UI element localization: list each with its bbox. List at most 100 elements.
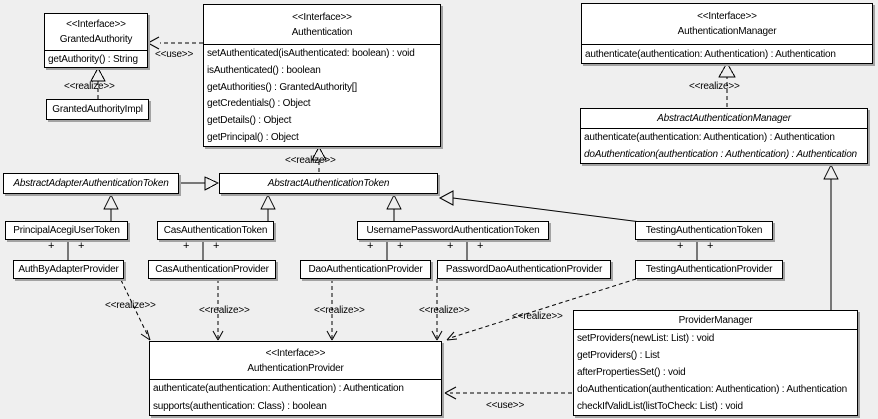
generalization-testing-token <box>438 190 642 223</box>
method-label: isAuthenticated() : boolean <box>207 64 321 76</box>
class-box-abstract-adapter-authentication-token: AbstractAdapterAuthenticationToken <box>3 173 179 194</box>
method-label: getAuthorities() : GrantedAuthority[] <box>207 81 357 93</box>
class-name: ProviderManager <box>678 314 753 326</box>
class-box-authentication: <<Interface>> Authentication setAuthenti… <box>203 4 441 147</box>
class-box-granted-authority: <<Interface>> GrantedAuthority getAuthor… <box>44 13 148 68</box>
class-box-principal-acegi-user-token: PrincipalAcegiUserToken <box>5 221 128 240</box>
method-label: getAuthority() : String <box>48 53 138 65</box>
realize-grantedauthorityimpl <box>90 66 106 99</box>
method-label: getPrincipal() : Object <box>207 132 299 144</box>
realize-label: <<realize>> <box>64 81 115 92</box>
method-label: setProviders(newList: List) : void <box>577 333 715 344</box>
class-title: AbstractAuthenticationManager <box>581 109 867 128</box>
class-title: <<Interface>> AuthenticationManager <box>582 4 872 44</box>
methods-compartment: authenticate(authentication: Authenticat… <box>582 44 872 63</box>
realize-label: <<realize>> <box>199 305 250 316</box>
multiplicity-plus: + <box>707 240 714 252</box>
class-name: DaoAuthenticationProvider <box>308 264 423 275</box>
generalization-provider-manager <box>823 163 839 310</box>
realize-testing-provider <box>446 278 637 341</box>
class-box-testing-authentication-provider: TestingAuthenticationProvider <box>635 260 783 279</box>
method-label: getDetails() : Object <box>207 115 292 127</box>
use-label: <<use>> <box>155 49 194 60</box>
class-name: CasAuthenticationToken <box>163 225 268 236</box>
multiplicity-plus: + <box>183 240 190 252</box>
realize-label: <<realize>> <box>314 305 365 316</box>
method-label: doAuthentication(authentication : Authen… <box>584 149 857 160</box>
generalization-cas-token <box>260 193 276 221</box>
class-name: AbstractAdapterAuthenticationToken <box>13 178 169 189</box>
multiplicity-plus: + <box>447 240 454 252</box>
multiplicity-plus: + <box>397 240 404 252</box>
method-label: getCredentials() : Object <box>207 98 311 110</box>
realize-label: <<realize>> <box>689 81 740 92</box>
class-box-abstract-authentication-manager: AbstractAuthenticationManager authentica… <box>580 108 868 164</box>
method-label: supports(authentication: Class) : boolea… <box>153 400 327 412</box>
multiplicity-plus: + <box>477 240 484 252</box>
realize-abstract-manager-authenticationmanager <box>718 61 736 107</box>
generalization-adapter-token-to-abstract-token <box>179 176 220 191</box>
class-title: <<Interface>> Authentication <box>204 5 440 44</box>
class-name: TestingAuthenticationToken <box>645 225 763 236</box>
class-title: <<Interface>> AuthenticationProvider <box>150 342 441 379</box>
use-label: <<use>> <box>486 400 525 411</box>
class-name: GrantedAuthority <box>59 34 133 45</box>
methods-compartment: setAuthenticated(isAuthenticated: boolea… <box>204 44 440 146</box>
method-label: checkIfValidList(listToCheck: List) : vo… <box>577 401 743 412</box>
class-name: UsernamePasswordAuthenticationToken <box>366 225 540 236</box>
methods-compartment: setProviders(newList: List) : void getPr… <box>574 329 857 415</box>
class-name: AbstractAuthenticationToken <box>267 178 390 189</box>
class-box-dao-authentication-provider: DaoAuthenticationProvider <box>300 260 431 279</box>
method-label: afterPropertiesSet() : void <box>577 367 686 378</box>
realize-cas-provider <box>212 279 224 341</box>
stereotype-label: <<Interface>> <box>265 347 326 359</box>
class-title: <<Interface>> GrantedAuthority <box>45 14 147 50</box>
realize-dao-provider <box>326 279 338 341</box>
class-name: AbstractAuthenticationManager <box>657 113 791 124</box>
stereotype-label: <<Interface>> <box>697 11 757 22</box>
realize-authbyadapter-provider <box>120 279 151 341</box>
generalization-principal-token <box>103 193 119 221</box>
class-box-cas-authentication-token: CasAuthenticationToken <box>157 221 274 240</box>
class-box-testing-authentication-token: TestingAuthenticationToken <box>635 221 773 240</box>
stereotype-label: <<Interface>> <box>66 19 126 30</box>
method-label: doAuthentication(authentication: Authent… <box>577 384 847 395</box>
class-box-cas-authentication-provider: CasAuthenticationProvider <box>148 260 276 279</box>
method-label: authenticate(authentication: Authenticat… <box>153 383 404 395</box>
realize-label: <<realize>> <box>105 300 156 311</box>
use-authentication-to-grantedauthority <box>147 36 203 50</box>
class-box-provider-manager: ProviderManager setProviders(newList: Li… <box>573 310 858 416</box>
class-name: Authentication <box>291 26 353 38</box>
generalization-usernamepassword-token <box>386 193 402 221</box>
class-name: TestingAuthenticationProvider <box>645 264 773 275</box>
multiplicity-plus: + <box>78 240 85 252</box>
class-name: PrincipalAcegiUserToken <box>13 225 120 236</box>
method-label: setAuthenticated(isAuthenticated: boolea… <box>207 47 415 59</box>
use-providermanager-to-authenticationprovider <box>444 386 572 400</box>
realize-label: <<realize>> <box>512 311 563 322</box>
multiplicity-plus: + <box>677 240 684 252</box>
realize-label: <<realize>> <box>419 305 470 316</box>
methods-compartment: authenticate(authentication: Authenticat… <box>150 379 441 415</box>
stereotype-label: <<Interface>> <box>292 11 352 23</box>
class-box-authentication-provider: <<Interface>> AuthenticationProvider aut… <box>149 341 442 416</box>
class-name: AuthenticationProvider <box>247 362 344 374</box>
class-box-abstract-authentication-token: AbstractAuthenticationToken <box>219 173 438 194</box>
multiplicity-plus: + <box>48 240 55 252</box>
realize-passworddao-provider <box>431 279 443 341</box>
class-name: CasAuthenticationProvider <box>155 264 269 275</box>
class-box-granted-authority-impl: GrantedAuthorityImpl <box>46 99 149 120</box>
realize-label: <<realize>> <box>285 155 336 166</box>
class-box-authentication-manager: <<Interface>> AuthenticationManager auth… <box>581 3 873 64</box>
class-name: AuthenticationManager <box>677 26 777 37</box>
class-name: AuthByAdapterProvider <box>18 264 119 275</box>
class-title: ProviderManager <box>574 311 857 329</box>
class-box-username-password-authentication-token: UsernamePasswordAuthenticationToken <box>357 221 549 240</box>
methods-compartment: authenticate(authentication: Authenticat… <box>581 128 867 163</box>
method-label: getProviders() : List <box>577 350 660 361</box>
multiplicity-plus: + <box>367 240 374 252</box>
multiplicity-plus: + <box>213 240 220 252</box>
methods-compartment: getAuthority() : String <box>45 50 147 67</box>
